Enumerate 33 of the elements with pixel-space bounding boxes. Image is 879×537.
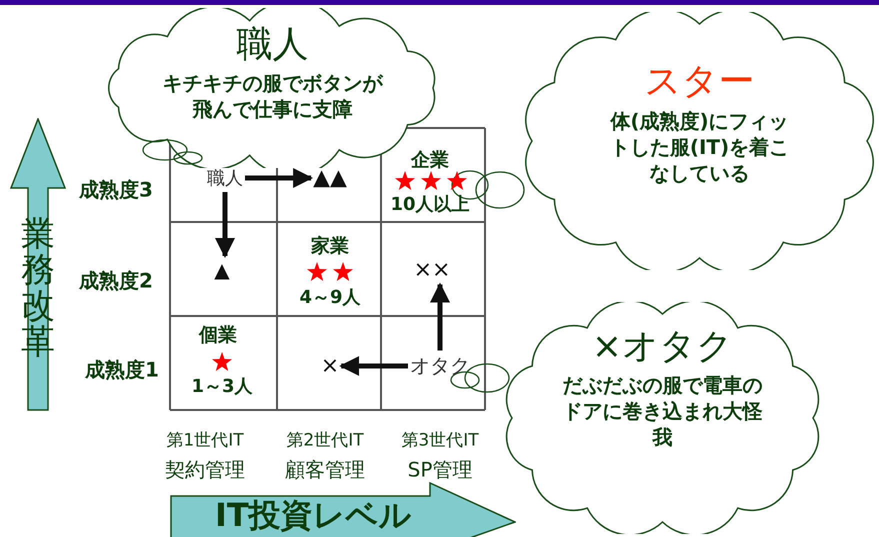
- column-label: 顧客管理: [285, 456, 365, 484]
- arrow: [430, 282, 450, 350]
- cell-text: 10人以上: [390, 193, 470, 216]
- axis-label: IT投資レベル: [215, 495, 412, 536]
- arrow: [339, 356, 408, 376]
- triangle-marks: ▲▲: [313, 166, 347, 190]
- axis-arrow: [10, 118, 66, 412]
- triangle-mark: ▲: [214, 258, 230, 282]
- cloud-text: キチキチの服でボタンが飛んで仕事に支障: [162, 70, 382, 122]
- cloud-title: スター: [644, 60, 754, 104]
- column-label: 第2世代IT: [286, 430, 364, 452]
- cloud-text: だぶだぶの服で電車のドアに巻き込まれ大怪我: [562, 372, 764, 450]
- column-label: 契約管理: [165, 456, 245, 484]
- row-label: 成熟度1: [85, 356, 159, 384]
- cell-text: 家業: [311, 234, 349, 259]
- row-label: 成熟度2: [79, 268, 153, 294]
- cell-text: 個業: [199, 323, 237, 348]
- cell-text: 4～9人: [299, 286, 361, 309]
- row-label: 成熟度3: [79, 176, 153, 204]
- column-label: 第1世代IT: [166, 430, 244, 452]
- cell-text: オタク: [410, 352, 470, 380]
- cell-text: 企業: [411, 148, 449, 173]
- cloud-title: ×オタク: [592, 325, 734, 369]
- cross-mark: ×: [320, 354, 340, 378]
- axis-arrow: [170, 482, 516, 537]
- column-label: 第3世代IT: [401, 430, 479, 452]
- cross-marks: ××: [414, 258, 450, 282]
- column-label: SP管理: [408, 456, 472, 484]
- cell-text: 職人: [207, 166, 243, 190]
- cloud-text: 体(成熟度)にフィットした服(IT)を着こなしている: [610, 108, 790, 186]
- cloud-title: 職人: [236, 23, 308, 67]
- cell-text: 1～3人: [191, 375, 253, 398]
- arrow: [215, 192, 235, 258]
